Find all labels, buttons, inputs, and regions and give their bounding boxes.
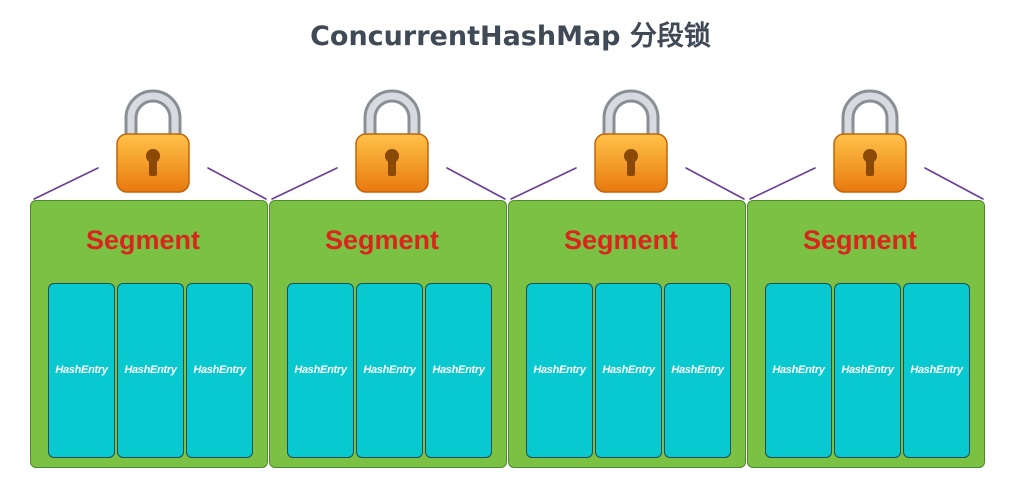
hash-entry: HashEntry [765, 283, 832, 458]
hash-entry-label: HashEntry [533, 364, 586, 376]
segment-label: Segment [85, 225, 201, 255]
hash-entry: HashEntry [287, 283, 354, 458]
hash-entry-label: HashEntry [124, 364, 177, 376]
padlock-icon [116, 89, 190, 193]
hash-entry: HashEntry [664, 283, 731, 458]
hash-entry: HashEntry [117, 283, 184, 458]
hash-entry-label: HashEntry [841, 364, 894, 376]
padlock-icon [594, 89, 668, 193]
hash-entry: HashEntry [186, 283, 253, 458]
segment-box: Segment HashEntry HashEntry HashEntry [30, 200, 268, 468]
connector-line [924, 167, 984, 200]
segment-box: Segment HashEntry HashEntry HashEntry [269, 200, 507, 468]
segment-box: Segment HashEntry HashEntry HashEntry [508, 200, 746, 468]
connector-line [749, 167, 816, 200]
connector-line [446, 167, 506, 200]
hash-entry-label: HashEntry [671, 364, 724, 376]
segment-label: Segment [324, 225, 440, 255]
hash-entry: HashEntry [903, 283, 970, 458]
hash-entry: HashEntry [834, 283, 901, 458]
hash-entry-label: HashEntry [55, 364, 108, 376]
hash-entry-label: HashEntry [772, 364, 825, 376]
segment-box: Segment HashEntry HashEntry HashEntry [747, 200, 985, 468]
hash-entry-label: HashEntry [363, 364, 416, 376]
connector-line [685, 167, 745, 200]
hash-entry: HashEntry [425, 283, 492, 458]
padlock-icon [355, 89, 429, 193]
connector-line [207, 167, 267, 200]
hash-entry-label: HashEntry [910, 364, 963, 376]
hash-entry: HashEntry [526, 283, 593, 458]
connector-line [271, 167, 338, 200]
hash-entry-label: HashEntry [294, 364, 347, 376]
diagram-title: ConcurrentHashMap 分段锁 [310, 21, 711, 52]
padlock-icon [833, 89, 907, 193]
hash-entry-label: HashEntry [432, 364, 485, 376]
hash-entry: HashEntry [356, 283, 423, 458]
connector-line [510, 167, 577, 200]
connector-line [33, 167, 99, 200]
segment-label: Segment [563, 225, 679, 255]
hash-entry-label: HashEntry [602, 364, 655, 376]
hash-entry: HashEntry [48, 283, 115, 458]
segment-label: Segment [802, 225, 918, 255]
hash-entry-label: HashEntry [193, 364, 246, 376]
hash-entry: HashEntry [595, 283, 662, 458]
